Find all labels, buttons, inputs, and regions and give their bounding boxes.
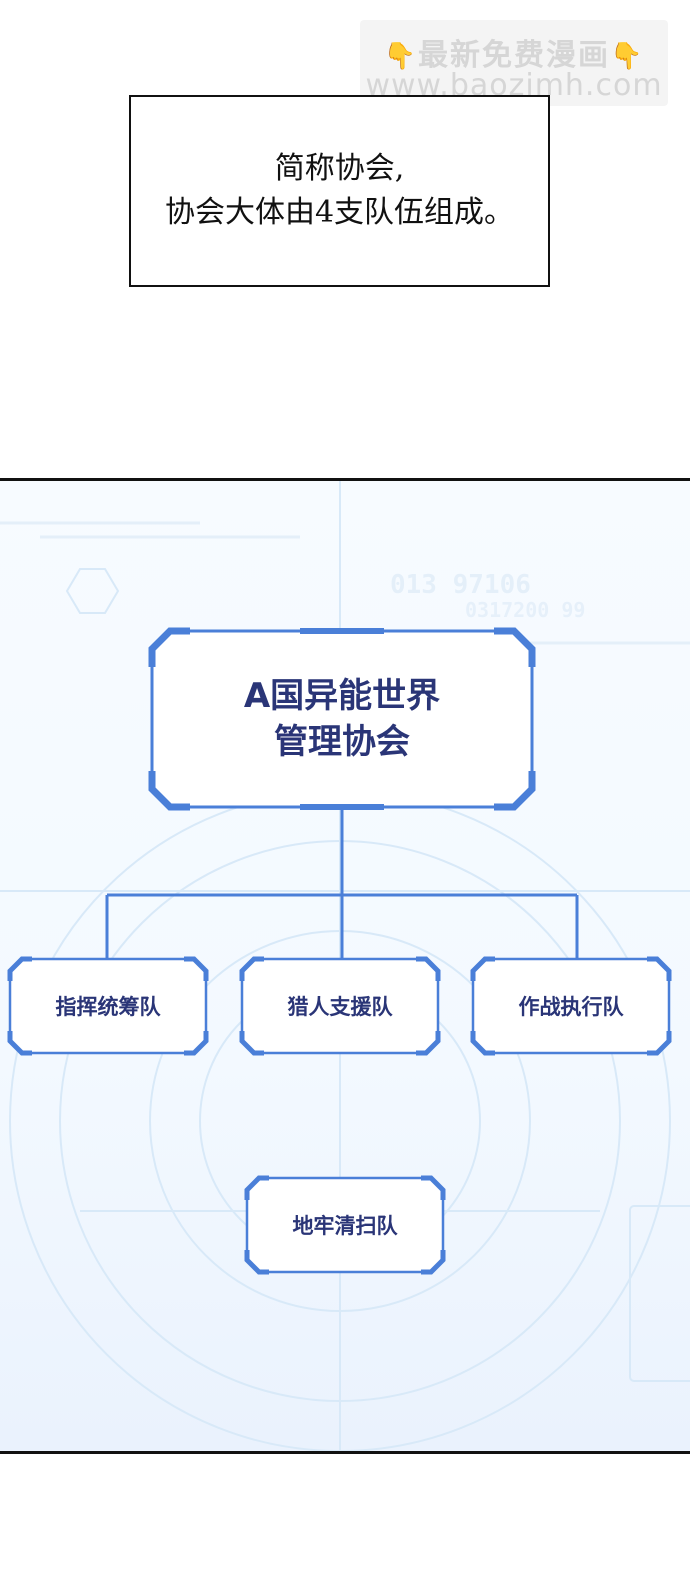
root-node-line-2: 管理协会 [274, 722, 410, 762]
root-node-frame [148, 627, 536, 811]
svg-text:0317200 99: 0317200 99 [465, 598, 585, 622]
root-node: A国异能世界 管理协会 [152, 631, 532, 807]
team-node-4: 地牢清扫队 [292, 1214, 398, 1238]
caption-line-1: 简称协会, [274, 151, 405, 186]
watermark: 👇最新免费漫画👇 www.baozimh.com [360, 20, 668, 106]
caption-line-2: 协会大体由4支队伍组成。 [164, 195, 515, 230]
pointing-hand-icon: 👇 [383, 41, 418, 72]
pointing-hand-icon: 👇 [610, 41, 645, 72]
root-node-line-1: A国异能世界 [243, 676, 441, 716]
watermark-title: 👇最新免费漫画👇 [383, 38, 645, 73]
connector-lines [105, 807, 579, 959]
team-node-2: 猎人支援队 [287, 995, 393, 1019]
svg-text:013 97106: 013 97106 [390, 570, 531, 600]
org-chart-diagram [7, 627, 672, 1275]
caption-box: 简称协会, 协会大体由4支队伍组成。 [129, 95, 550, 287]
team-node-3: 作战执行队 [518, 995, 624, 1019]
org-chart-panel: 013 97106 0317200 99 [0, 478, 690, 1454]
team-node-1: 指挥统筹队 [55, 995, 161, 1019]
